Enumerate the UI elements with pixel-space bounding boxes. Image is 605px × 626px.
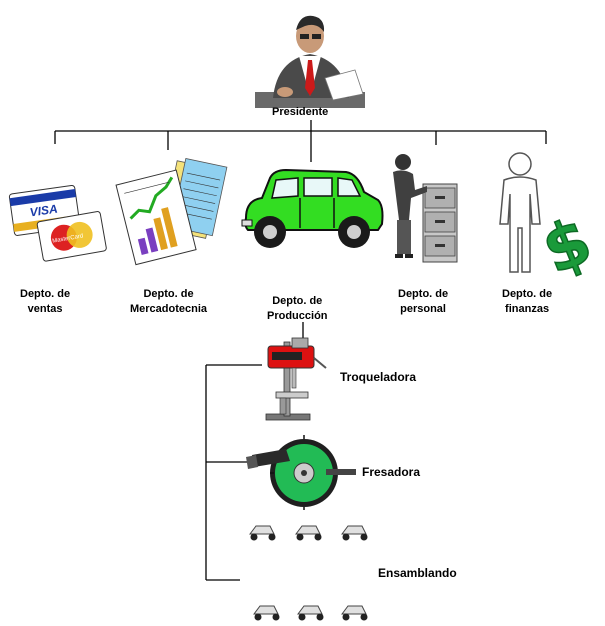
assembly-vehicles-row-2 [253,605,368,621]
assembly-vehicle-icon [295,525,322,541]
dept-label-produccion: Depto. de Producción [267,294,328,324]
dept-label-line2: personal [400,303,446,315]
president-label: Presidente [272,106,329,118]
filing-cabinet-worker-icon [393,154,458,263]
dept-label-line1: Depto. de [502,288,553,300]
dept-label-mercadotecnia: Depto. de Mercadotecnia [130,287,207,317]
dept-label-line2: Producción [267,310,328,322]
assembly-vehicle-icon [253,605,280,621]
assembly-vehicle-icon [297,605,324,621]
dept-label-line2: Mercadotecnia [130,303,208,315]
assembly-vehicle-icon [341,525,368,541]
dept-label-line1: Depto. de [272,295,323,307]
circular-saw-icon [246,435,356,510]
dept-label-finanzas: Depto. de finanzas [502,287,552,317]
dept-label-ventas: Depto. de ventas [20,287,70,317]
assembly-vehicle-icon [249,525,276,541]
process-label-ensamblando: Ensamblando [378,566,457,580]
dollar-sign-icon: $ [533,204,602,289]
marketing-charts-icon [115,158,228,266]
visa-logo: VISA [29,202,59,220]
process-label-troqueladora: Troqueladora [340,370,417,384]
dept-label-line1: Depto. de [143,288,194,300]
dept-label-line1: Depto. de [398,288,449,300]
assembly-vehicle-icon [341,605,368,621]
dept-label-personal: Depto. de personal [398,287,448,317]
assembly-vehicles-row-1 [249,525,368,541]
drill-press-icon [265,337,327,421]
credit-cards-icon: VISA MasterCard [8,184,107,262]
green-car-icon [241,168,384,248]
mastercard-logo: MasterCard [52,233,84,244]
dept-label-line2: ventas [27,303,63,315]
process-label-fresadora: Fresadora [362,465,421,479]
dept-label-line1: Depto. de [20,288,71,300]
finance-person-money-icon: $ [499,152,603,290]
president-illustration [255,15,365,108]
dept-label-line2: finanzas [505,303,550,315]
